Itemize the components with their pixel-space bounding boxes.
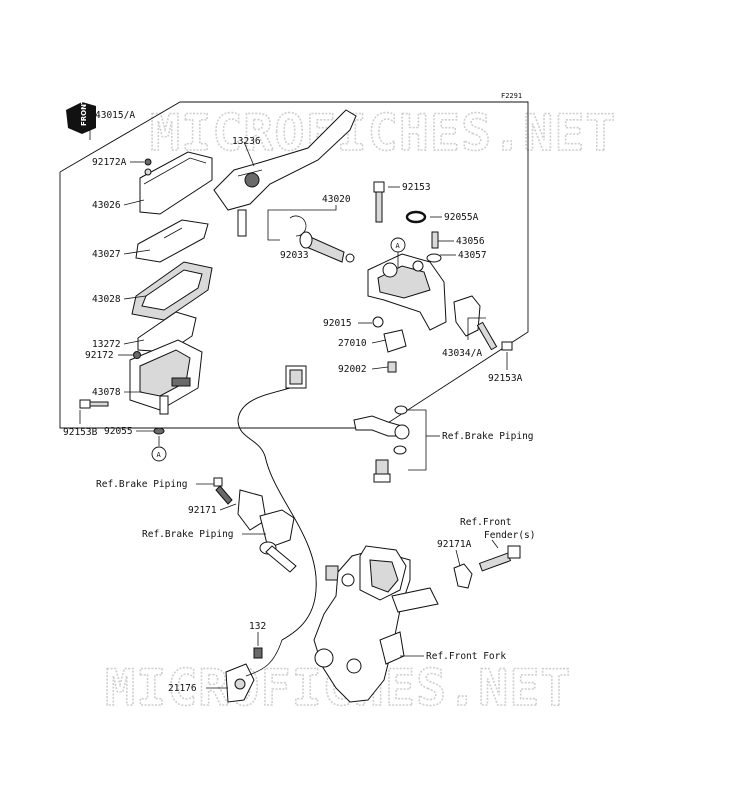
label-43026: 43026 [92, 200, 121, 211]
label-92153: 92153 [402, 182, 431, 193]
label-92172a: 92172A [92, 157, 127, 168]
master-cylinder-body [129, 339, 203, 415]
label-92055: 92055 [104, 426, 133, 437]
front-fork-bottom [313, 545, 439, 703]
brake-hose-joint [213, 477, 297, 573]
fender-bolt [453, 545, 521, 589]
brake-lever [213, 109, 357, 237]
clamp-bolt [476, 321, 513, 351]
label-21176: 21176 [168, 683, 197, 694]
oring-92055a [405, 210, 427, 224]
master-cylinder-housing [367, 253, 447, 331]
label-92015: 92015 [323, 318, 352, 329]
label-92153b: 92153B [63, 427, 98, 438]
banjo-fittings [353, 405, 410, 483]
label-13236: 13236 [232, 136, 261, 147]
label-ref-front: Ref.Front [460, 517, 511, 528]
screw-92172 [133, 351, 141, 359]
svg-text:A: A [157, 451, 162, 459]
label-43020: 43020 [322, 194, 351, 205]
speed-sensor [225, 639, 283, 703]
label-27010: 27010 [338, 338, 367, 349]
label-43015-a: 43015/A [95, 110, 135, 121]
screw-92002 [387, 361, 397, 373]
part-labels: 43015/A 92172A 13236 43026 92153 43020 9… [63, 110, 535, 694]
label-92171a: 92171A [437, 539, 472, 550]
bolt-92153b [79, 399, 109, 409]
label-13272: 13272 [92, 339, 121, 350]
label-ref-brake-piping-1: Ref.Brake Piping [442, 431, 534, 442]
screw-92172a [144, 158, 152, 166]
label-92172: 92172 [85, 350, 114, 361]
circlip [289, 215, 307, 237]
pivot-bolt [373, 181, 385, 223]
leader-lines [79, 128, 508, 689]
label-43034-a: 43034/A [442, 348, 482, 359]
assembly-frame [59, 101, 529, 429]
piston-assembly [299, 231, 355, 263]
label-92033: 92033 [280, 250, 309, 261]
label-43027: 43027 [92, 249, 121, 260]
bleeder-valve [431, 231, 439, 249]
diagram-code: F2291 [501, 92, 522, 100]
label-92171: 92171 [188, 505, 217, 516]
label-43057: 43057 [458, 250, 487, 261]
label-43028: 43028 [92, 294, 121, 305]
diaphragm [131, 261, 213, 321]
bleeder-cap [426, 253, 442, 263]
label-43078: 43078 [92, 387, 121, 398]
svg-text:A: A [396, 242, 401, 250]
label-ref-brake-piping-3: Ref.Brake Piping [142, 529, 234, 540]
label-ref-brake-piping-2: Ref.Brake Piping [96, 479, 188, 490]
circle-marker-a-lower: A [151, 436, 167, 462]
label-132: 132 [249, 621, 266, 632]
label-92153a: 92153A [488, 373, 523, 384]
reservoir-cap [139, 151, 213, 215]
oring-92055 [153, 427, 165, 435]
label-ref-front-fork: Ref.Front Fork [426, 651, 506, 662]
label-43056: 43056 [456, 236, 485, 247]
label-92055a: 92055A [444, 212, 479, 223]
watermark-top: MICROFICHES.NET [150, 104, 617, 162]
brake-switch [383, 329, 407, 353]
handlebar-clamp [453, 295, 481, 337]
cap-plate [135, 219, 209, 263]
label-92002: 92002 [338, 364, 367, 375]
front-arrow-marker: FRONT [66, 99, 96, 134]
label-fender-s: Fender(s) [484, 530, 535, 541]
nut-92015 [372, 316, 384, 328]
circle-marker-a-upper: A [390, 237, 406, 268]
front-label: FRONT [80, 99, 88, 126]
